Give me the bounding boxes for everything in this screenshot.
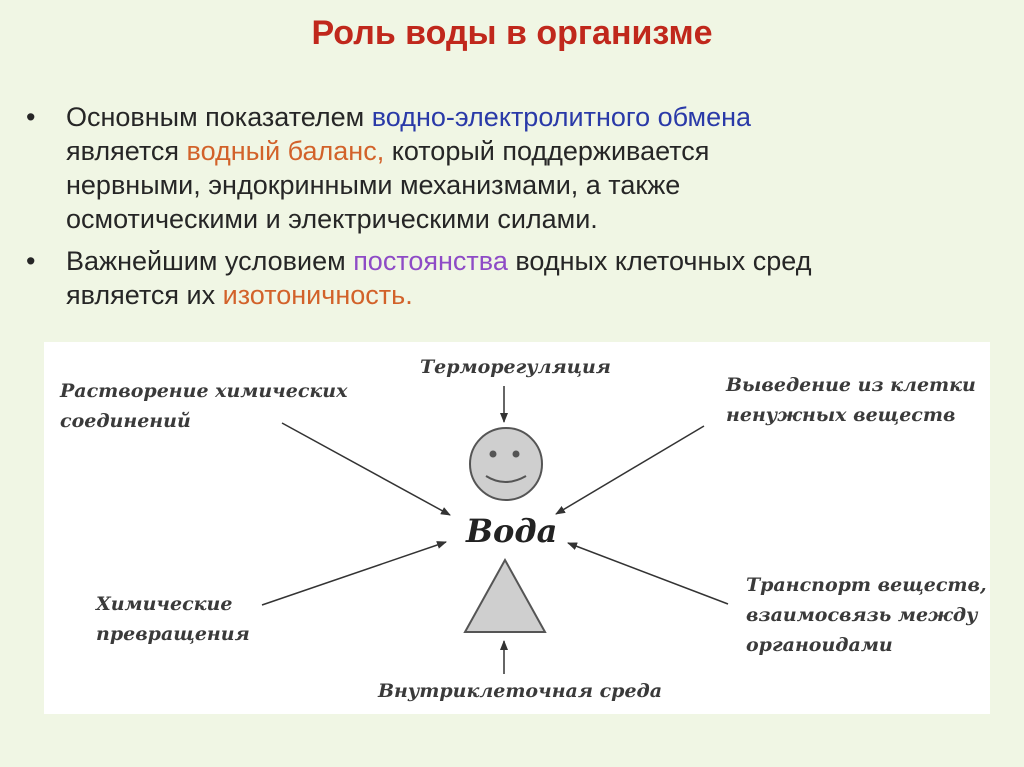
bullet-item: • Основным показателем водно-электролитно… [26, 100, 986, 236]
bullet-text: Основным показателем [66, 102, 372, 132]
label-water-center: Вода [466, 512, 558, 550]
bullet-text: является [66, 136, 187, 166]
bullet-text: является их [66, 280, 223, 310]
slide-title: Роль воды в организме [311, 14, 713, 52]
smiley-face-icon [469, 427, 543, 501]
bullet-item: • Важнейшим условием постоянства водных к… [26, 244, 986, 312]
label-dissolution-line-1: Растворение химических [60, 380, 348, 402]
label-chemical-line-1: Химические [96, 593, 233, 615]
label-dissolution-line-2: соединений [60, 410, 191, 432]
water-role-diagram: Терморегуляция Растворение химических со… [44, 342, 990, 714]
label-excretion-line-1: Выведение из клетки [726, 374, 976, 396]
triangle-icon [463, 557, 547, 633]
bullet-marker: • [26, 102, 36, 132]
highlighted-term: водно-электролитного обмена [371, 102, 752, 132]
label-chemical-line-2: превращения [96, 623, 250, 645]
label-transport-line-3: органоидами [746, 634, 893, 656]
arrow-bottom-left [261, 541, 447, 606]
arrow-top-right [555, 425, 705, 515]
highlighted-term: постоянства [353, 246, 508, 276]
label-excretion: Выведение из клетки ненужных веществ [726, 370, 976, 430]
highlighted-term: водный баланс, [186, 136, 385, 166]
label-transport: Транспорт веществ, взаимосвязь между орг… [746, 570, 987, 660]
bullet-text: Важнейшим условием [66, 246, 354, 276]
bullet-text: водных клеточных сред [507, 246, 812, 276]
bullet-line: является их изотоничность. [66, 278, 986, 312]
label-chemical-transformations: Химические превращения [96, 589, 250, 649]
label-intracellular-environment: Внутриклеточная среда [378, 680, 663, 702]
bullet-text: осмотическими и электрическими силами. [66, 204, 598, 234]
bullet-line: осмотическими и электрическими силами. [66, 202, 986, 236]
bullet-line: Основным показателем водно-электролитног… [66, 100, 986, 134]
arrow-top-left [281, 422, 451, 516]
diagram-graphics [261, 386, 729, 674]
label-excretion-line-2: ненужных веществ [726, 404, 956, 426]
bullet-text: который поддерживается [384, 136, 710, 166]
bullet-text: нервными, эндокринными механизмами, а та… [66, 170, 681, 200]
bullet-line: нервными, эндокринными механизмами, а та… [66, 168, 986, 202]
highlighted-term: изотоничность. [222, 280, 413, 310]
label-transport-line-2: взаимосвязь между [746, 604, 978, 626]
label-dissolution: Растворение химических соединений [60, 376, 347, 436]
bullet-line: Важнейшим условием постоянства водных кл… [66, 244, 986, 278]
bullet-marker: • [26, 246, 36, 276]
bullet-line: является водный баланс, который поддержи… [66, 134, 986, 168]
label-transport-line-1: Транспорт веществ, [746, 574, 987, 596]
arrow-bottom-right [567, 542, 729, 605]
bullet-list: • Основным показателем водно-электролитно… [26, 100, 986, 320]
label-thermoregulation: Терморегуляция [420, 356, 611, 378]
